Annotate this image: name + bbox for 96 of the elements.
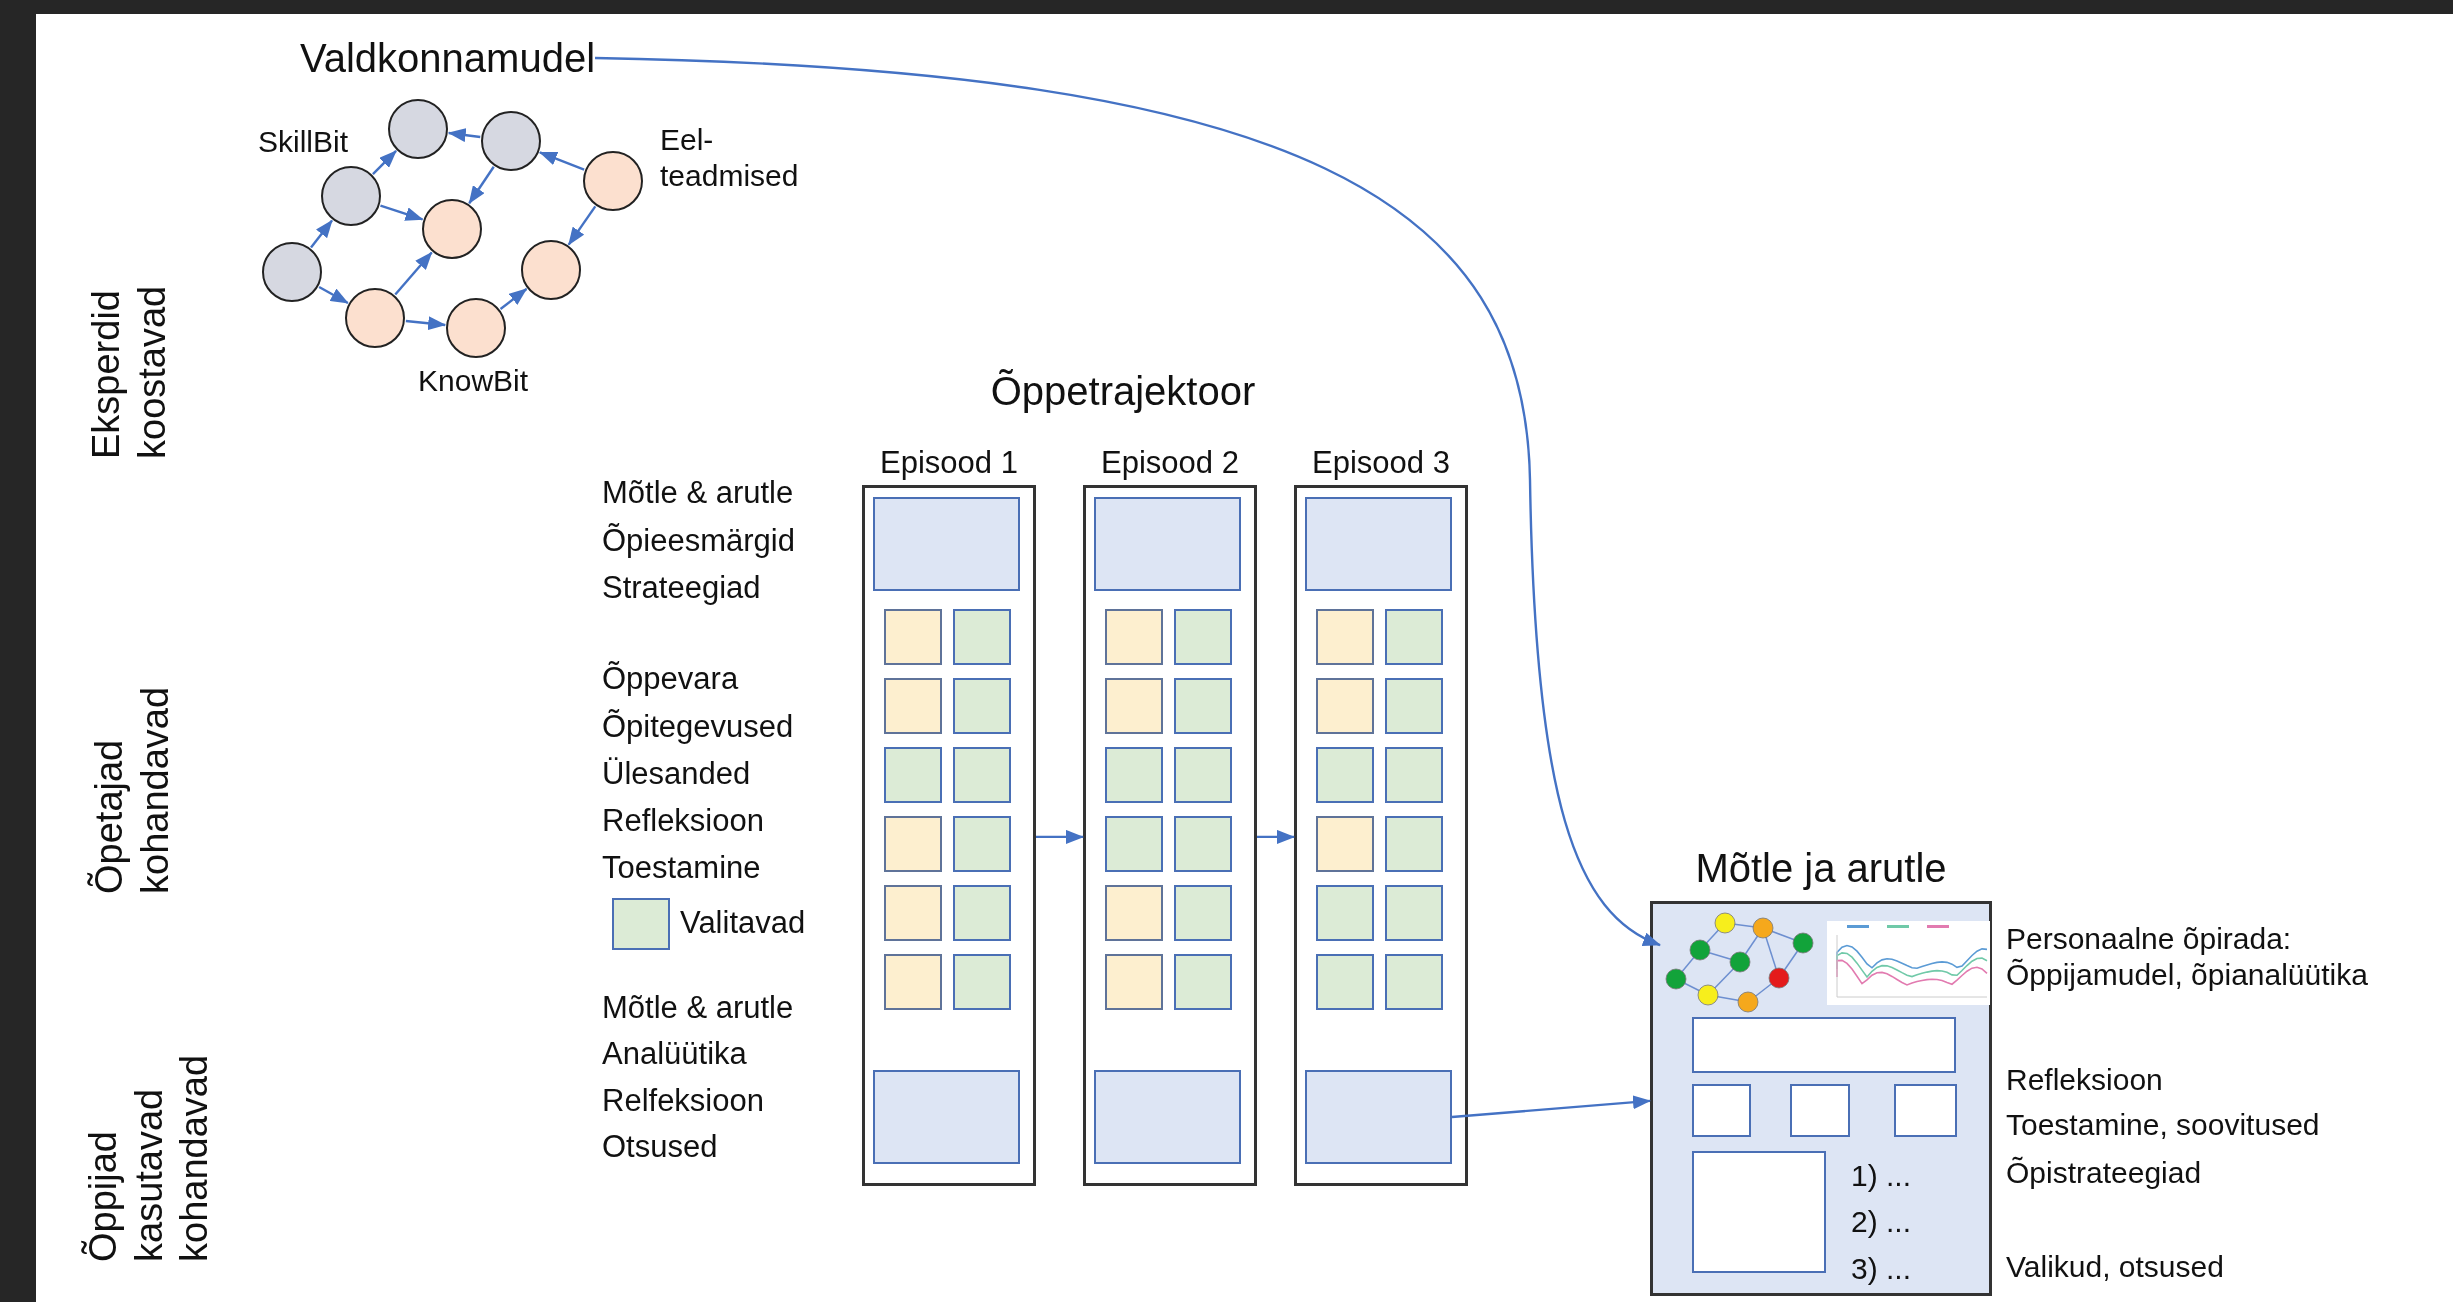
placeholder-box	[1692, 1084, 1751, 1137]
activity-tile	[884, 747, 942, 803]
text-label: Õpitegevused	[602, 708, 794, 746]
text-label: Toestamine	[602, 849, 761, 887]
text-label: Õpistrateegiad	[2006, 1155, 2202, 1191]
activity-tile	[1105, 885, 1163, 941]
text-label: Refleksioon	[602, 802, 764, 840]
text-label: Refleksioon	[2006, 1062, 2163, 1098]
activity-tile	[1174, 609, 1232, 665]
diagram-heading: Valdkonnamudel	[300, 34, 596, 82]
arrow	[538, 151, 585, 171]
activity-tile	[884, 678, 942, 734]
activity-tile	[884, 816, 942, 872]
arrow	[372, 150, 397, 175]
line-chart-thumbnail	[1827, 921, 1990, 1005]
text-label: Toestamine, soovitused	[2006, 1107, 2320, 1143]
lane-label: Eksperdid koostavad	[84, 284, 174, 459]
arrow	[447, 128, 481, 143]
activity-tile	[1174, 747, 1232, 803]
activity-tile	[1316, 954, 1374, 1010]
activity-tile	[1316, 885, 1374, 941]
placeholder-box	[1790, 1084, 1850, 1137]
arrow	[380, 204, 424, 221]
text-label: Mõtle & arutle	[602, 989, 794, 1027]
column-heading: Episood 1	[880, 444, 1018, 482]
activity-tile	[1385, 747, 1443, 803]
content-block	[1305, 497, 1452, 591]
text-label: Relfeksioon	[602, 1082, 764, 1120]
activity-tile	[953, 609, 1011, 665]
column-heading: Episood 3	[1312, 444, 1450, 482]
activity-tile	[1105, 609, 1163, 665]
text-label: Õppevara	[602, 660, 739, 698]
activity-tile	[1385, 954, 1443, 1010]
placeholder-box	[1692, 1017, 1956, 1073]
activity-tile	[1174, 816, 1232, 872]
section-heading: Õppetrajektoor	[990, 368, 1256, 415]
content-block	[1094, 1070, 1241, 1164]
text-label: Õpieesmärgid	[602, 522, 795, 560]
content-block	[1305, 1070, 1452, 1164]
content-block	[873, 1070, 1020, 1164]
panel-heading: Mõtle ja arutle	[1695, 845, 1947, 892]
text-label: Eel- teadmised	[660, 122, 800, 194]
content-block	[1094, 497, 1241, 591]
activity-tile	[1385, 678, 1443, 734]
legend-label: Valitavad	[680, 904, 806, 942]
lane-label: Õpetajad kohandavad	[87, 685, 177, 894]
placeholder-box	[1894, 1084, 1957, 1137]
text-label: Analüütika	[602, 1035, 747, 1073]
activity-tile	[884, 954, 942, 1010]
arrow	[318, 286, 349, 304]
arrow	[595, 56, 1661, 947]
text-label: 3) ...	[1851, 1251, 1911, 1287]
activity-tile	[1316, 747, 1374, 803]
arrow	[468, 166, 495, 205]
arrow	[1257, 829, 1295, 844]
activity-tile	[1174, 954, 1232, 1010]
activity-tile	[1105, 954, 1163, 1010]
activity-tile	[1316, 816, 1374, 872]
text-label: 1) ...	[1851, 1158, 1911, 1194]
activity-tile	[1105, 678, 1163, 734]
activity-tile	[1385, 885, 1443, 941]
content-block	[873, 497, 1020, 591]
activity-tile	[953, 954, 1011, 1010]
arrow	[310, 219, 333, 249]
activity-tile	[1316, 678, 1374, 734]
activity-tile	[884, 609, 942, 665]
text-label: 2) ...	[1851, 1204, 1911, 1240]
arrow	[499, 288, 528, 310]
activity-tile	[1316, 609, 1374, 665]
activity-tile	[953, 678, 1011, 734]
text-label: Strateegiad	[602, 569, 761, 607]
arrow	[567, 205, 597, 246]
activity-tile	[1174, 885, 1232, 941]
text-label: SkillBit	[258, 124, 348, 160]
arrow	[394, 251, 433, 296]
arrow	[1451, 1095, 1651, 1119]
activity-tile	[1385, 609, 1443, 665]
activity-tile	[953, 816, 1011, 872]
arrow	[405, 316, 447, 331]
text-label: Valikud, otsused	[2006, 1249, 2224, 1285]
text-label: Personaalne õpirada: Õppijamudel, õpianalüütika	[2006, 921, 2369, 993]
text-label: Mõtle & arutle	[602, 474, 794, 512]
activity-tile	[953, 885, 1011, 941]
text-label: KnowBit	[418, 363, 529, 399]
activity-tile	[1385, 816, 1443, 872]
text-label: Otsused	[602, 1128, 718, 1166]
text-label: Ülesanded	[602, 755, 751, 793]
placeholder-box	[1692, 1151, 1826, 1273]
activity-tile	[884, 885, 942, 941]
activity-tile	[1105, 747, 1163, 803]
arrow	[1036, 829, 1084, 844]
activity-tile	[1105, 816, 1163, 872]
activity-tile	[953, 747, 1011, 803]
activity-tile	[1174, 678, 1232, 734]
lane-label: Õppijad kasutavad kohandavad	[80, 1053, 216, 1262]
column-heading: Episood 2	[1101, 444, 1239, 482]
